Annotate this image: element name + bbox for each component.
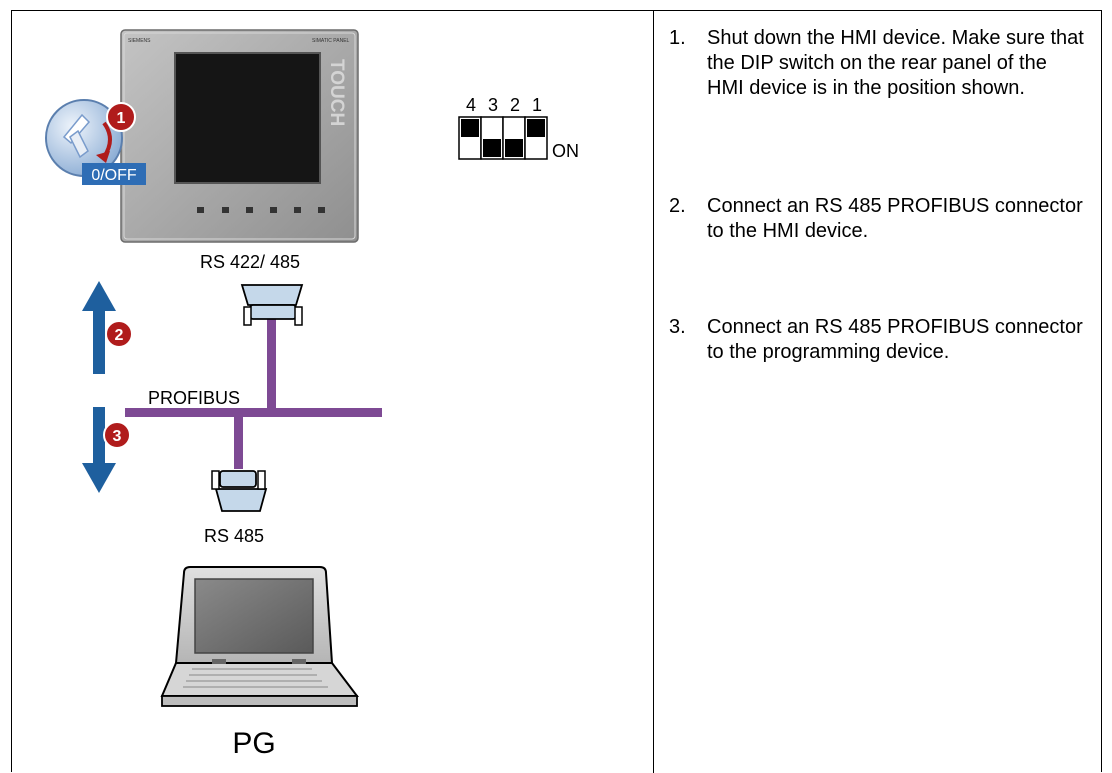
dip-number-2: 2 — [510, 95, 520, 115]
svg-text:1: 1 — [117, 110, 126, 127]
figure-frame: SIEMENS SIMATIC PANEL TOUCH 0/OFF — [11, 10, 1102, 773]
step-2-badge: 2 — [105, 320, 133, 348]
dip-switch: 4 3 2 1 ON — [458, 95, 579, 161]
hmi-function-keys — [197, 207, 325, 213]
step-number: 3. — [669, 316, 686, 338]
hmi-touch-label: TOUCH — [326, 59, 347, 126]
dip-number-1: 1 — [532, 95, 542, 115]
profibus-cable — [125, 316, 382, 469]
svg-text:2: 2 — [115, 327, 124, 344]
step-number: 1. — [669, 27, 686, 49]
step-3: 3. Connect an RS 485 PROFIBUS connector … — [669, 315, 1089, 365]
hmi-brand-label: SIEMENS — [128, 38, 151, 44]
pg-label: PG — [232, 727, 275, 760]
step-1-badge: 1 — [106, 102, 136, 132]
hmi-device: SIEMENS SIMATIC PANEL TOUCH — [120, 29, 359, 243]
hmi-model-label: SIMATIC PANEL — [312, 38, 350, 44]
hmi-screen — [174, 52, 321, 184]
arrow-up-icon — [82, 281, 116, 374]
power-off-label: 0/OFF — [91, 167, 137, 184]
dip-number-4: 4 — [466, 95, 476, 115]
svg-text:3: 3 — [113, 428, 122, 445]
arrow-down-icon — [82, 407, 116, 493]
step-text: Connect an RS 485 PROFIBUS connector to … — [707, 195, 1083, 242]
step-text: Connect an RS 485 PROFIBUS connector to … — [707, 316, 1083, 363]
connection-diagram: SIEMENS SIMATIC PANEL TOUCH 0/OFF — [45, 29, 579, 760]
hmi-port-label: RS 422/ 485 — [200, 252, 300, 272]
pg-connector-icon — [211, 470, 268, 512]
dip-on-label: ON — [552, 141, 579, 161]
step-1: 1. Shut down the HMI device. Make sure t… — [669, 26, 1089, 101]
programming-device-laptop — [160, 566, 360, 707]
power-switch-icon: 0/OFF — [45, 99, 146, 185]
step-text: Shut down the HMI device. Make sure that… — [707, 27, 1084, 99]
step-2: 2. Connect an RS 485 PROFIBUS connector … — [669, 194, 1089, 244]
column-divider — [653, 11, 654, 773]
pg-port-label: RS 485 — [204, 526, 264, 546]
hmi-connector-icon — [240, 284, 304, 326]
step-number: 2. — [669, 195, 686, 217]
dip-number-3: 3 — [488, 95, 498, 115]
profibus-label: PROFIBUS — [148, 388, 240, 408]
step-3-badge: 3 — [103, 421, 131, 449]
